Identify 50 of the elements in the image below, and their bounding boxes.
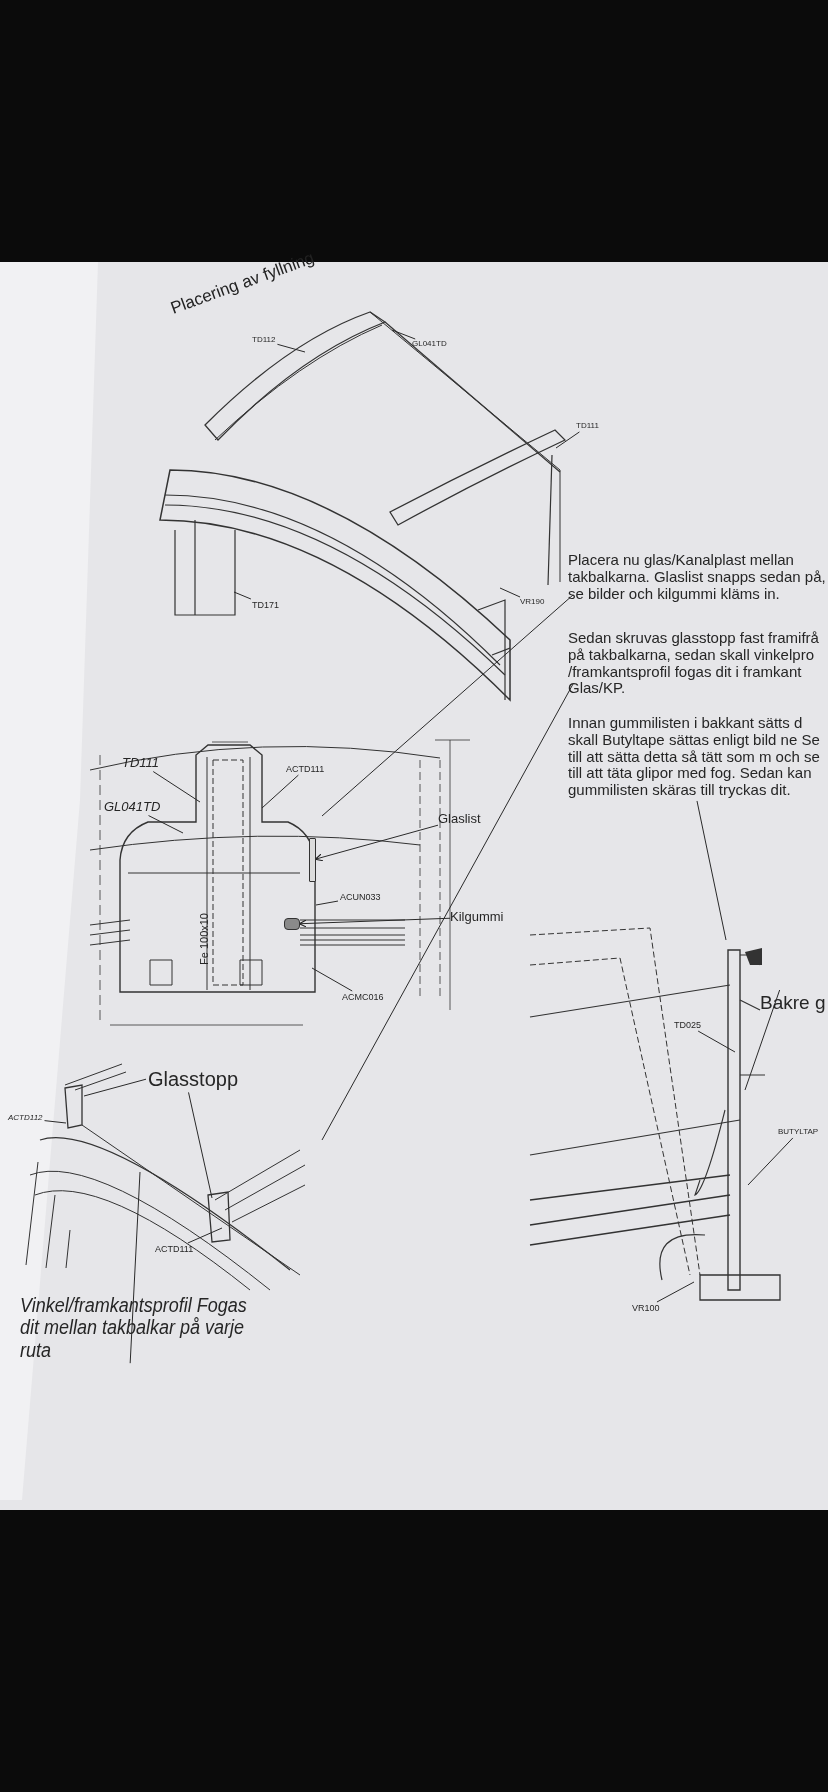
leader-line bbox=[321, 683, 574, 1141]
leader-line bbox=[499, 587, 521, 598]
leader-line bbox=[696, 800, 727, 941]
steel-bar-label: Fe 100x10 bbox=[198, 913, 211, 965]
leader-line bbox=[321, 594, 574, 817]
callout-text: Kilgummi bbox=[450, 910, 504, 925]
callout-text: Glaslist bbox=[438, 812, 481, 827]
part-number: GL041TD bbox=[104, 800, 161, 815]
leader-line bbox=[188, 1091, 213, 1199]
leader-line bbox=[233, 591, 252, 600]
callout-text: Glasstopp bbox=[148, 1068, 239, 1091]
leader-line bbox=[83, 1078, 147, 1097]
instruction-paragraph: Placera nu glas/Kanalplast mellan takbalkarna. Glaslist snapps sedan på, se bilder och kilgummi kläms in. bbox=[568, 552, 826, 603]
leader-line bbox=[311, 967, 353, 992]
leader-line bbox=[148, 815, 184, 834]
leader-line bbox=[152, 771, 201, 803]
leader-line bbox=[276, 343, 306, 353]
instruction-paragraph: Innan gummilisten i bakkant sätts d skall Butyltape sättas enligt bild ne Se till att sätta detta så tätt som m och se till att täta glipor med fog. Sedan kan gummilisten skäras till tryckas dit. bbox=[568, 715, 826, 799]
leader-line bbox=[391, 329, 416, 340]
leader-line bbox=[187, 1227, 223, 1244]
rubber-wedge bbox=[284, 918, 300, 930]
part-number: ACTD112 bbox=[8, 1114, 43, 1123]
part-number: TD111 bbox=[122, 756, 160, 771]
part-number: VR190 bbox=[520, 598, 545, 607]
part-number: TD171 bbox=[252, 600, 279, 611]
callout-text: Bakre g bbox=[760, 992, 826, 1014]
callout-text: Vinkel/framkantsprofil Fogas dit mellan takbalkar på varje ruta bbox=[20, 1294, 265, 1362]
instruction-paragraph: Sedan skruvas glasstopp fast framifrå på takbalkarna, sedan skall vinkelpro /framkantsprofil fogas dit i framkant Glas/KP. bbox=[568, 630, 826, 698]
part-number: VR100 bbox=[632, 1303, 660, 1314]
leader-line bbox=[747, 1137, 794, 1186]
glass-strip bbox=[309, 838, 316, 882]
leader-line bbox=[261, 774, 299, 809]
part-number: ACTD111 bbox=[286, 764, 325, 775]
arrow bbox=[314, 824, 439, 862]
leader-line bbox=[44, 1120, 67, 1124]
part-number: ACTD111 bbox=[155, 1244, 194, 1255]
part-number: TD112 bbox=[252, 336, 276, 345]
arrow bbox=[298, 917, 451, 928]
part-number: BUTYLTAP bbox=[778, 1128, 819, 1137]
leader-line bbox=[555, 431, 580, 449]
leader-line bbox=[697, 1030, 736, 1053]
part-number: GL041TD bbox=[412, 340, 447, 349]
part-number: TD025 bbox=[674, 1020, 701, 1031]
part-number: ACMC016 bbox=[342, 992, 384, 1003]
part-number: TD111 bbox=[576, 422, 599, 431]
leader-line bbox=[656, 1281, 695, 1303]
leader-line bbox=[744, 989, 781, 1091]
leader-line bbox=[315, 900, 339, 906]
part-number: ACUN033 bbox=[340, 892, 381, 903]
leader-line bbox=[129, 1171, 141, 1364]
